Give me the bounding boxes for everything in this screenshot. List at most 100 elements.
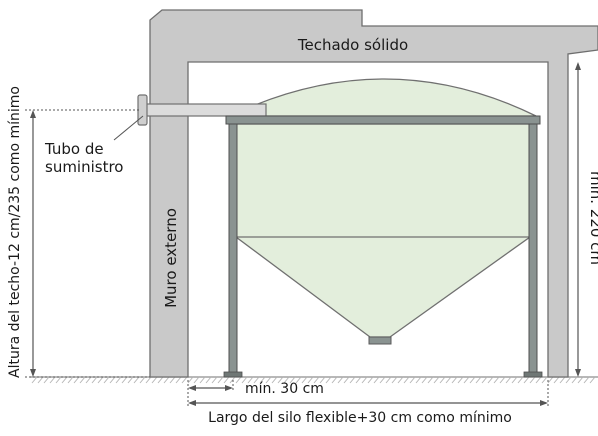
ground-hatch-line [37,376,44,384]
min-clearance-dimension [575,62,581,377]
ground-hatch-line [49,376,56,384]
ground-hatch-line [475,376,482,384]
ground-hatch-line [115,376,122,384]
frame-right-leg [528,123,538,374]
ground-hatch-line [247,376,254,384]
ground-hatch-line [223,376,230,384]
ground-hatch-line [373,376,380,384]
ground-hatch-line [211,376,218,384]
ground-hatch-line [163,376,170,384]
ground-hatch-line [331,376,338,384]
ground-hatch-line [295,376,302,384]
ground-hatch-line [109,376,116,384]
ground-hatch-line [205,376,212,384]
ground-hatch-line [577,376,584,384]
ground-hatch-line [103,376,110,384]
ground-hatch-line [307,376,314,384]
ground-hatch-line [271,376,278,384]
ground-hatch-line [481,376,488,384]
ground-hatch-line [85,376,92,384]
ground-hatch-line [259,376,266,384]
ground-hatch-line [319,376,326,384]
ground-hatch-line [589,376,596,384]
ground-hatch-line [313,376,320,384]
ground-hatch-line [67,376,74,384]
silo-length-dimension [188,380,549,408]
ground-hatch-line [139,376,146,384]
frame-left-leg [228,123,238,374]
ground-hatch-line [535,376,542,384]
roof-and-walls [149,9,598,378]
silo-body [235,123,531,338]
ground-hatch-line [79,376,86,384]
silo [229,78,537,345]
ground-hatch-line [505,376,512,384]
ground-hatch-line [511,376,518,384]
ground-hatch-line [91,376,98,384]
ground-hatch-line [445,376,452,384]
ground-hatch-line [193,376,200,384]
ground-hatch-line [181,376,188,384]
ground-hatch-line [145,376,152,384]
ground-hatch-line [583,376,590,384]
ground-hatch-line [157,376,164,384]
ground-hatch-line [43,376,50,384]
ground-hatch-line [235,376,242,384]
frame-top-beam [225,115,541,125]
ground-hatch-line [427,376,434,384]
ground-hatch-line [283,376,290,384]
ground-hatch-line [31,376,38,384]
ground-hatch-line [169,376,176,384]
ground-hatch-line [463,376,470,384]
ground-hatch-line [187,376,194,384]
ground-hatch-line [469,376,476,384]
support-frame [223,115,543,378]
supply-pipe-leader [113,115,144,141]
ceiling-height-dimension [25,109,150,378]
roof-label: Techado sólido [297,36,408,54]
ground-hatch-line [421,376,428,384]
ground-hatch-line [151,376,158,384]
supply-pipe-label-line1: Tubo de [44,140,104,158]
ground-hatch-line [379,376,386,384]
ground-hatch-line [559,376,566,384]
ground-hatch-line [397,376,404,384]
ground-hatch-line [409,376,416,384]
ground-hatch-line [529,376,536,384]
ground-hatch-line [289,376,296,384]
ground-hatch-line [199,376,206,384]
supply-pipe-label-line2: suministro [45,158,124,176]
ground-hatch-line [349,376,356,384]
ground-hatch-line [541,376,548,384]
ground-hatch-line [301,376,308,384]
ground-hatch-line [121,376,128,384]
ground-hatch-line [217,376,224,384]
ground-hatch-line [547,376,554,384]
ground-hatch-line [241,376,248,384]
silo-outlet [368,336,392,345]
ground-hatch-line [337,376,344,384]
ground-hatch-line [385,376,392,384]
silo-length-label: Largo del silo flexible+30 cm como mínim… [208,410,512,426]
ground-hatch-line [565,376,572,384]
ground-hatch-line [133,376,140,384]
ground-hatch-line [343,376,350,384]
ground-hatch-line [487,376,494,384]
ground-hatch-line [61,376,68,384]
ground-hatch-line [517,376,524,384]
min-gap-dimension [187,380,234,408]
ground-hatch-line [457,376,464,384]
ground-hatch-line [403,376,410,384]
silo-dome [229,78,537,117]
min-clearance-label: mín. 220 cm [587,171,598,265]
ground-hatch-line [391,376,398,384]
ceiling-height-label: Altura del techo-12 cm/235 como mínimo [7,86,23,378]
ground-hatch-line [361,376,368,384]
ground [30,376,598,384]
ground-hatch-line [175,376,182,384]
ground-hatch-line [415,376,422,384]
frame-right-foot [523,371,543,378]
ground-hatch-line [277,376,284,384]
ground-hatch-line [499,376,506,384]
